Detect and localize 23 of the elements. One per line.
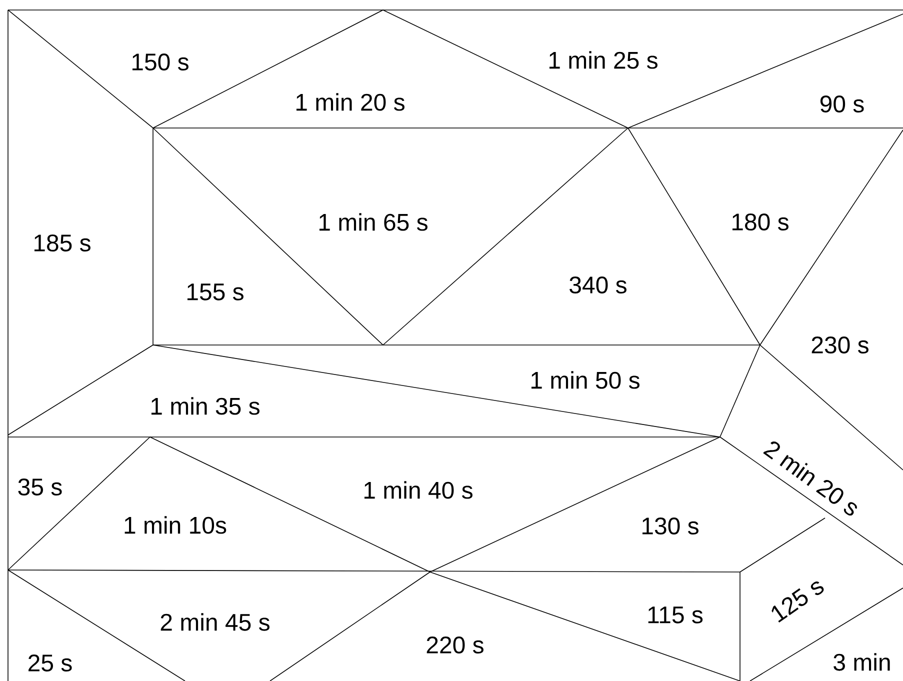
time-label: 1 min 40 s xyxy=(364,481,472,499)
time-label: 115 s xyxy=(648,606,703,624)
time-label: 340 s xyxy=(570,276,626,294)
time-label: 1 min 10s xyxy=(124,516,226,534)
time-label: 150 s xyxy=(132,54,188,70)
time-label: 185 s xyxy=(34,234,90,252)
time-label: 1 min 35 s xyxy=(151,397,260,415)
time-label: 35 s xyxy=(18,478,62,496)
time-label: 130 s xyxy=(642,518,698,534)
time-label: 1 min 50 s xyxy=(531,371,640,389)
time-label: 220 s xyxy=(426,636,484,654)
time-label: 1 min 20 s xyxy=(296,93,404,111)
time-label: 2 min 45 s xyxy=(160,613,270,631)
time-label: 90 s xyxy=(820,96,864,112)
time-label: 3 min xyxy=(834,653,890,671)
time-label: 25 s xyxy=(28,654,72,672)
time-label: 1 min 25 s xyxy=(549,51,658,69)
time-label: 155 s xyxy=(187,284,244,300)
time-label: 180 s xyxy=(732,214,788,230)
time-label: 230 s xyxy=(812,336,868,354)
time-label: 125 s xyxy=(772,582,824,623)
time-label: 2 min 20 s xyxy=(763,442,857,516)
time-label: 1 min 65 s xyxy=(319,213,428,231)
